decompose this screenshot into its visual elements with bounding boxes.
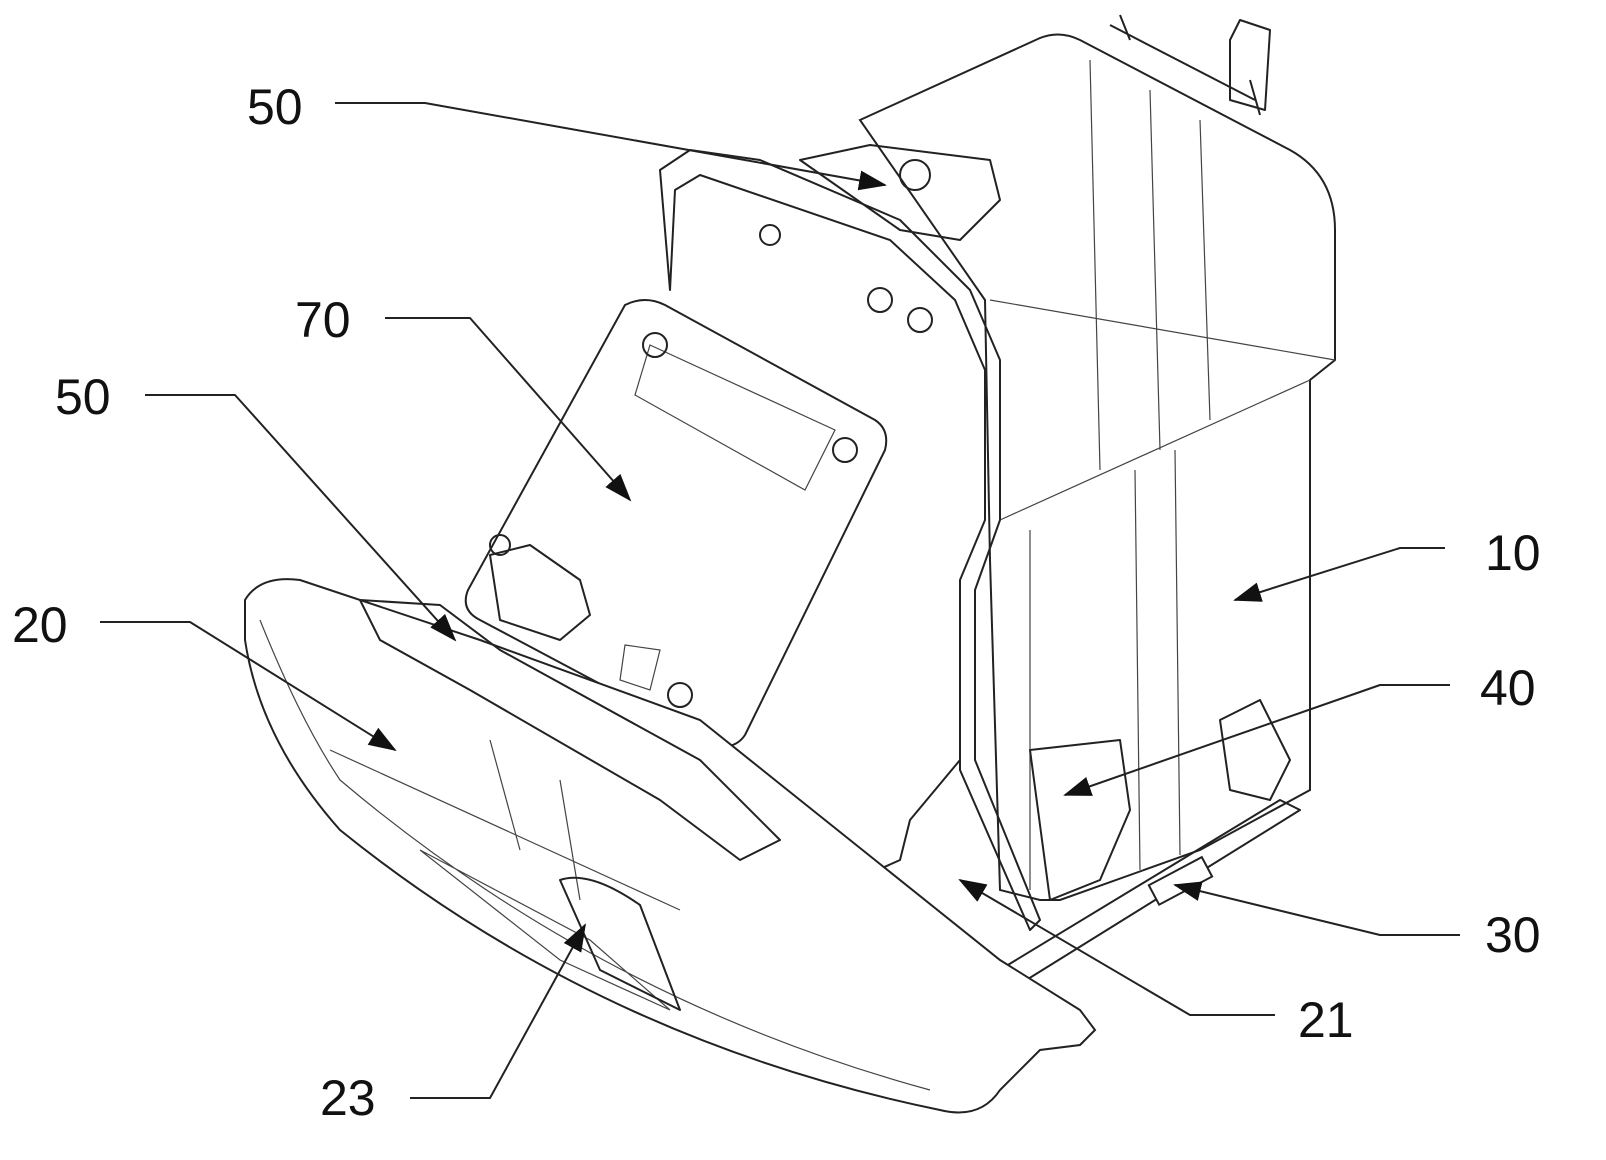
label-50-left: 50 — [55, 372, 111, 422]
label-50-top: 50 — [247, 82, 303, 132]
label-21: 21 — [1298, 995, 1354, 1045]
label-10: 10 — [1485, 528, 1541, 578]
label-23: 23 — [320, 1073, 376, 1123]
label-70: 70 — [295, 295, 351, 345]
label-20: 20 — [12, 600, 68, 650]
housing-10 — [860, 15, 1335, 900]
label-30: 30 — [1485, 910, 1541, 960]
label-40: 40 — [1480, 663, 1536, 713]
